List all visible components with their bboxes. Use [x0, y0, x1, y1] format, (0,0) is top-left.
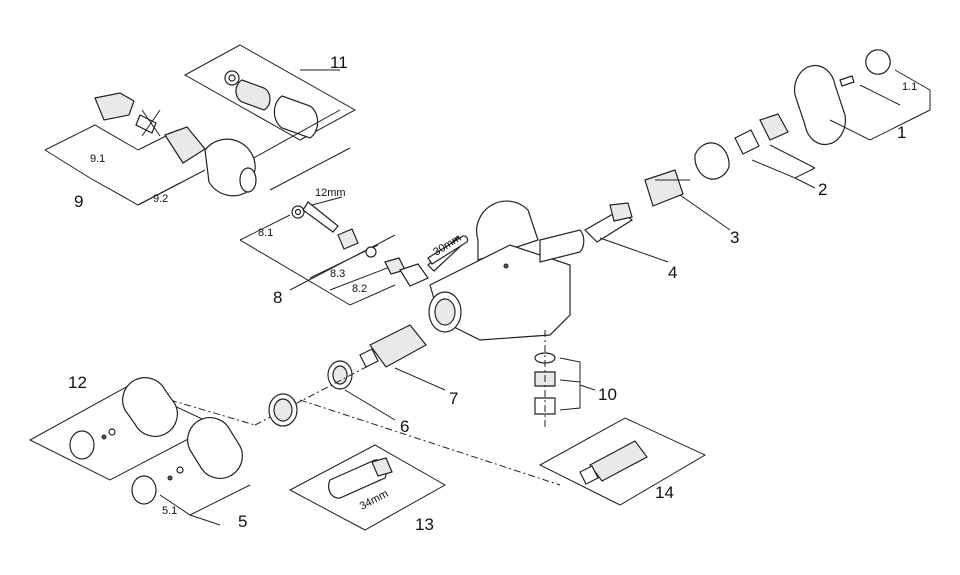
- label-14: 14: [655, 483, 674, 502]
- part-1: [793, 49, 931, 146]
- label-5: 5: [238, 512, 247, 531]
- ring-5: [268, 393, 298, 427]
- wrench-12mm: [311, 196, 343, 206]
- label-1-1: 1.1: [902, 81, 917, 93]
- part-5: [131, 417, 251, 526]
- label-8-1: 8.1: [258, 227, 273, 239]
- label-2: 2: [818, 180, 827, 199]
- group-13: [288, 444, 447, 531]
- label-7: 7: [449, 389, 458, 408]
- part-6: [327, 360, 396, 421]
- label-10: 10: [598, 385, 617, 404]
- label-1: 1: [897, 123, 906, 142]
- part-4: [584, 202, 669, 263]
- part-7: [359, 324, 446, 391]
- dim-12mm: 12mm: [315, 187, 346, 199]
- label-9-1: 9.1: [90, 153, 105, 165]
- label-8: 8: [273, 288, 282, 307]
- label-5-1: 5.1: [162, 505, 177, 517]
- label-8-3: 8.3: [330, 268, 345, 280]
- label-12: 12: [68, 373, 87, 392]
- group-14: [538, 417, 707, 506]
- label-8-2: 8.2: [352, 283, 367, 295]
- mixer-body: [428, 200, 585, 341]
- part-labels: 11 1 1.1 2 3 4 5 5.1 6 7 8 8.1 8.2 8.3 9…: [68, 53, 917, 534]
- label-9-2: 9.2: [153, 193, 168, 205]
- wrench-30mm: [427, 235, 469, 265]
- label-6: 6: [400, 417, 409, 436]
- part-10: [534, 352, 596, 415]
- label-11: 11: [330, 53, 348, 72]
- dim-34mm: 34mm: [358, 488, 391, 513]
- group-11: [183, 44, 357, 141]
- group-9: [44, 92, 351, 206]
- part-3: [644, 142, 731, 231]
- label-13: 13: [415, 515, 434, 534]
- label-3: 3: [730, 228, 739, 247]
- label-9: 9: [74, 192, 83, 211]
- part-2: [734, 113, 816, 189]
- group-12: [28, 377, 217, 481]
- label-4: 4: [668, 263, 677, 282]
